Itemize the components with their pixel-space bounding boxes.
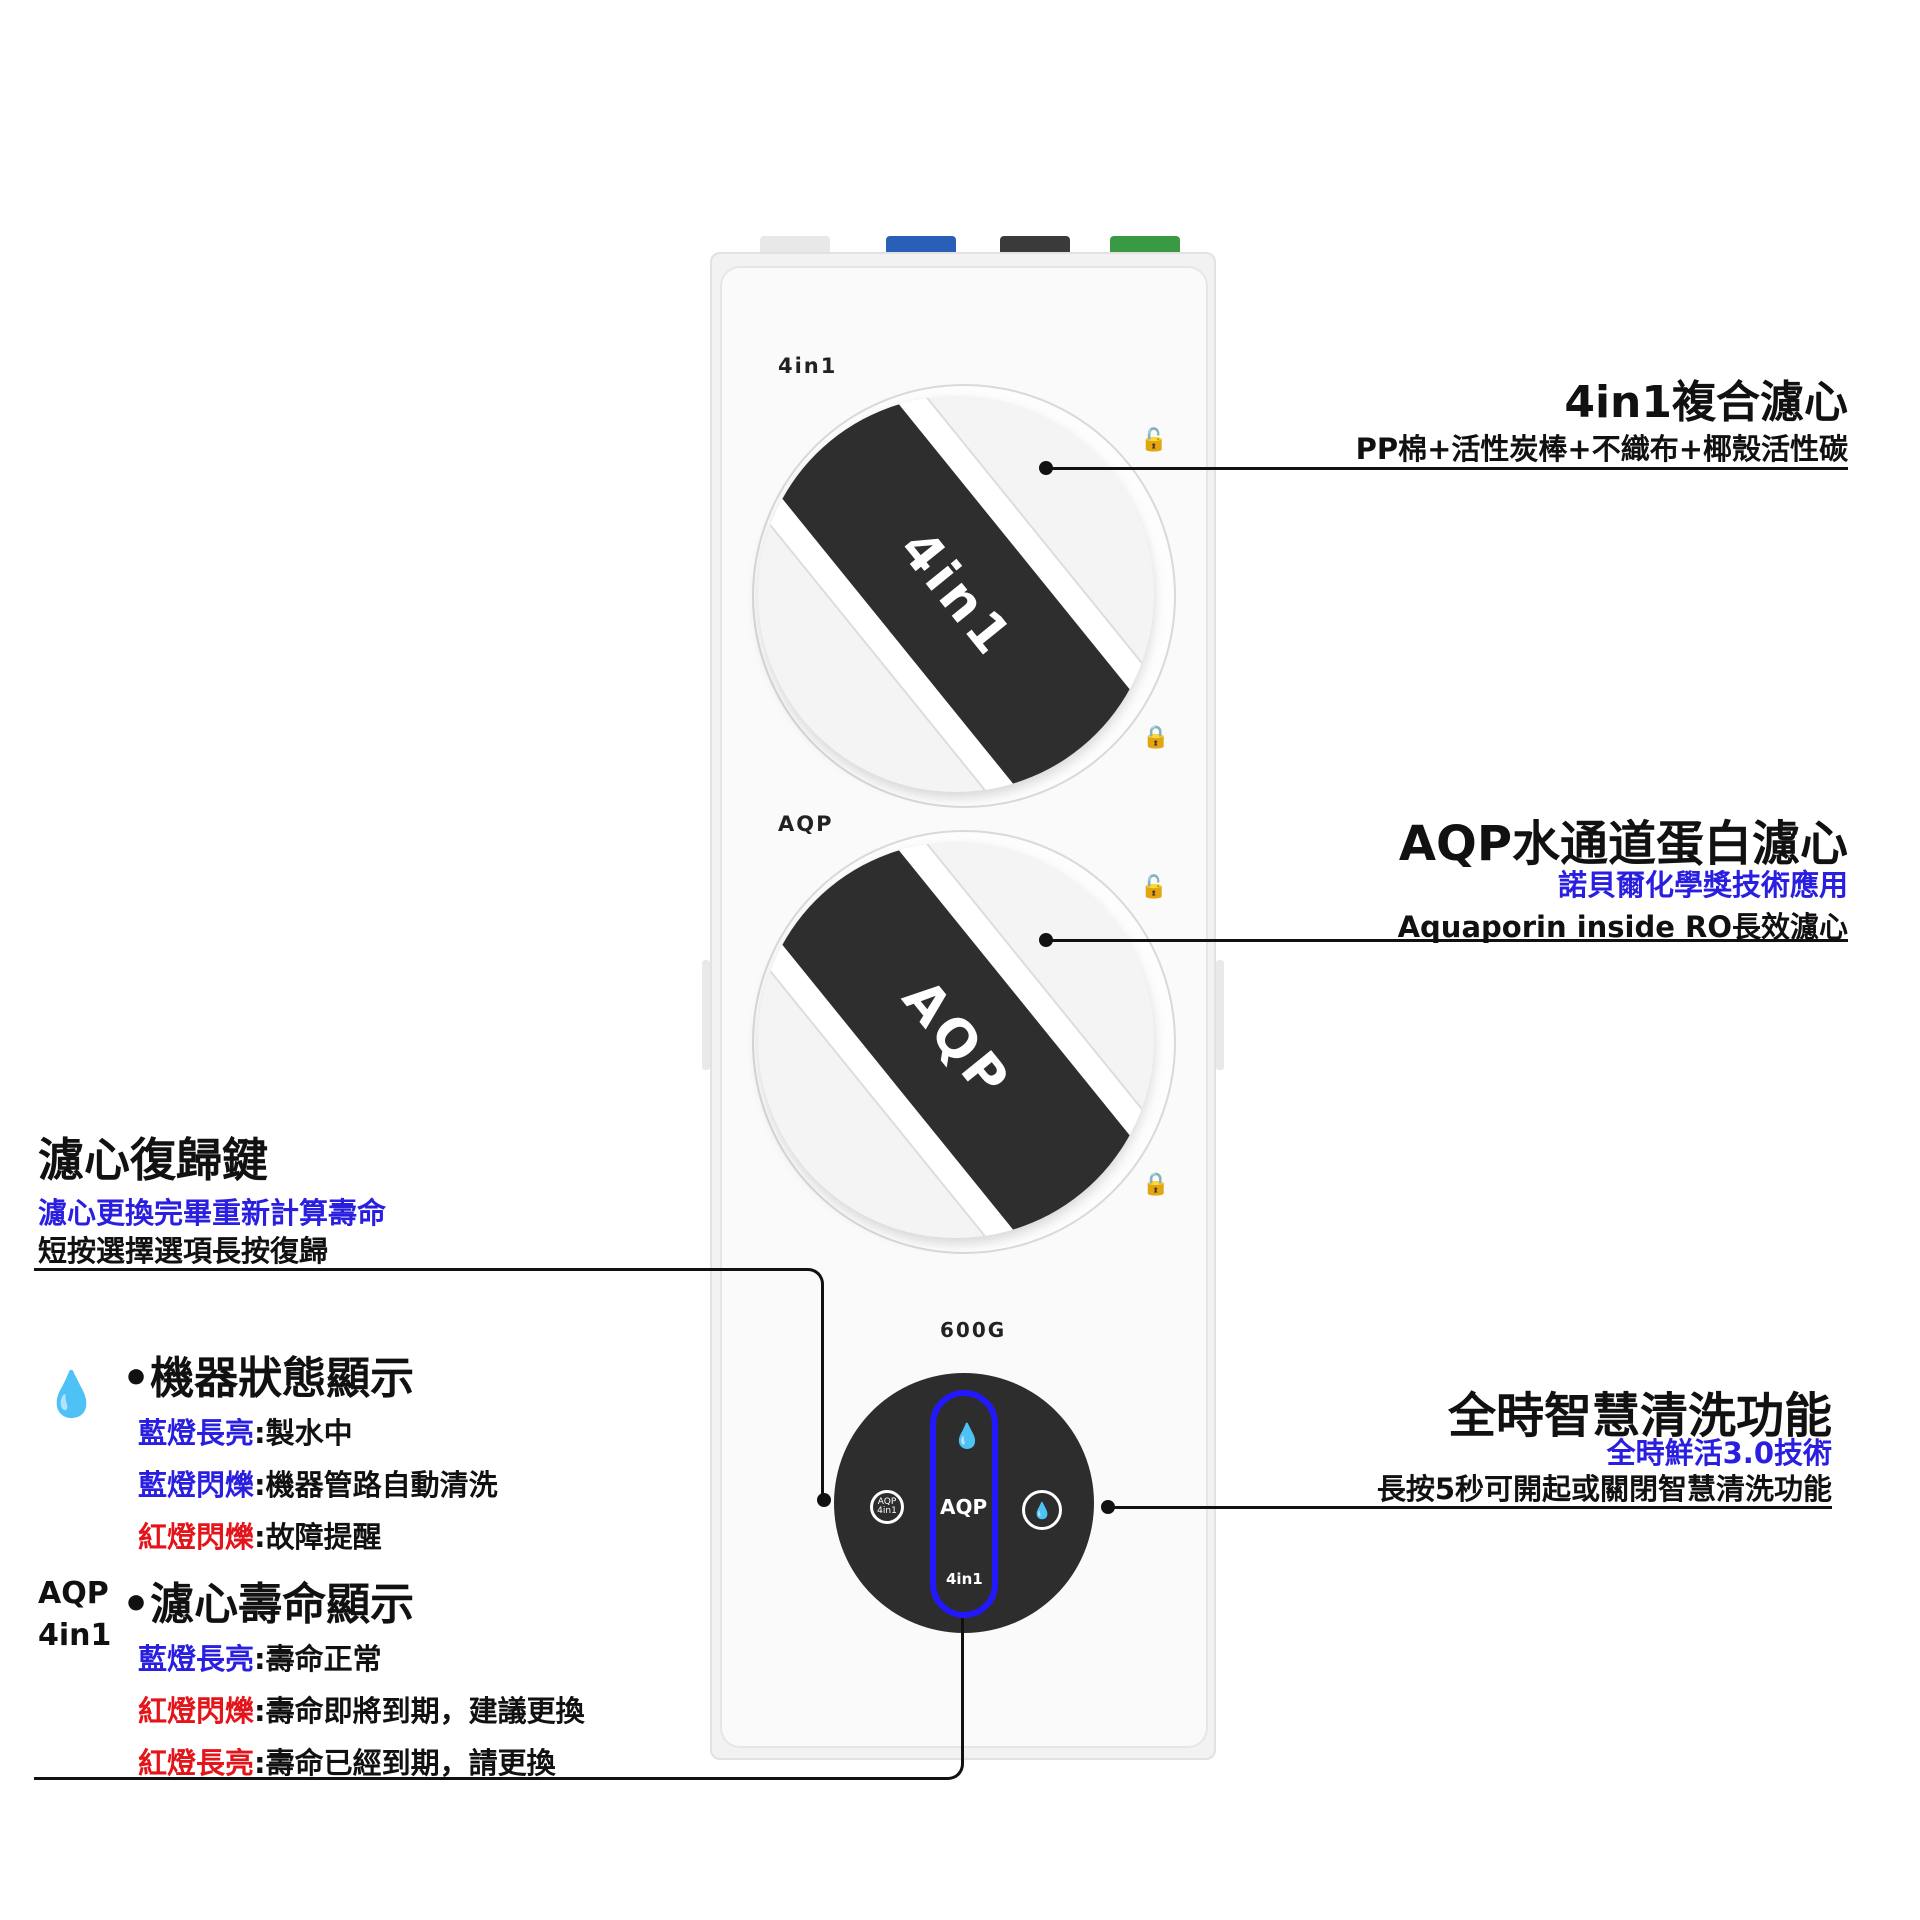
life-item: 紅燈長亮:壽命已經到期，請更換: [138, 1746, 556, 1780]
life-label-aqp: AQP: [38, 1576, 109, 1611]
side-notch-left: [702, 960, 710, 1070]
callout-reset-sub2: 短按選擇選項長按復歸: [38, 1234, 329, 1268]
lock-icon: 🔒: [1142, 725, 1170, 750]
wash-sub2: 長按5秒可開起或關閉智慧清洗功能: [1376, 1472, 1832, 1506]
callout-line-reset: [34, 1268, 824, 1500]
callout-4in1-sub: PP棉+活性炭棒+不織布+椰殼活性碳: [1355, 432, 1848, 466]
port-green: [1110, 236, 1180, 252]
life-item: 紅燈閃爍:壽命即將到期，建議更換: [138, 1694, 585, 1728]
port-white: [760, 236, 830, 252]
wash-title: 全時智慧清洗功能: [1447, 1388, 1832, 1444]
water-drop-icon: 💧: [952, 1422, 982, 1450]
life-item: 藍燈長亮:壽命正常: [138, 1642, 382, 1676]
label-aqp: AQP: [778, 812, 834, 836]
callout-aqp-sub1: 諾貝爾化學獎技術應用: [1557, 868, 1848, 902]
callout-aqp-title: AQP水通道蛋白濾心: [1398, 816, 1848, 872]
life-label-4in1: 4in1: [38, 1618, 112, 1653]
unlock-icon: 🔓: [1140, 428, 1168, 453]
callout-reset-sub1: 濾心更換完畢重新計算壽命: [38, 1196, 387, 1230]
side-notch-right: [1216, 960, 1224, 1070]
callout-dot-reset: [817, 1493, 831, 1507]
label-4in1: 4in1: [778, 354, 838, 378]
callout-line-aqp: [1046, 939, 1848, 942]
filter-knob-aqp[interactable]: AQP: [758, 842, 1154, 1238]
callout-line-life: [34, 1618, 964, 1780]
water-drops-icon: 💧: [44, 1369, 99, 1420]
reset-label-aqp: AQP: [877, 1497, 897, 1507]
ctrl-label-aqp: AQP: [940, 1495, 988, 1519]
ctrl-label-4in1: 4in1: [946, 1570, 983, 1588]
life-title: •濾心壽命顯示: [122, 1579, 415, 1630]
callout-4in1-title: 4in1複合濾心: [1564, 377, 1848, 428]
status-item: 紅燈閃爍:故障提醒: [138, 1520, 382, 1554]
status-indicator-ring: [930, 1390, 998, 1618]
label-600g: 600G: [940, 1318, 1007, 1342]
callout-line-wash: [1108, 1506, 1832, 1509]
status-item: 藍燈閃爍:機器管路自動清洗: [138, 1468, 498, 1502]
unlock-icon: 🔓: [1140, 875, 1168, 900]
filter-reset-button[interactable]: AQP 4in1: [870, 1490, 904, 1524]
status-title: •機器狀態顯示: [122, 1353, 415, 1404]
smart-wash-button[interactable]: 💧: [1022, 1490, 1062, 1530]
port-black: [1000, 236, 1070, 252]
status-item: 藍燈長亮:製水中: [138, 1416, 353, 1450]
callout-line-4in1: [1046, 467, 1848, 470]
callout-aqp-sub2: Aquaporin inside RO長效濾心: [1397, 910, 1848, 944]
lock-icon: 🔒: [1142, 1172, 1170, 1197]
callout-reset-title: 濾心復歸鍵: [38, 1133, 268, 1187]
wash-sub1: 全時鮮活3.0技術: [1606, 1436, 1832, 1470]
port-blue: [886, 236, 956, 252]
reset-label-4in1: 4in1: [877, 1506, 897, 1516]
filter-knob-4in1[interactable]: 4in1: [758, 396, 1154, 792]
